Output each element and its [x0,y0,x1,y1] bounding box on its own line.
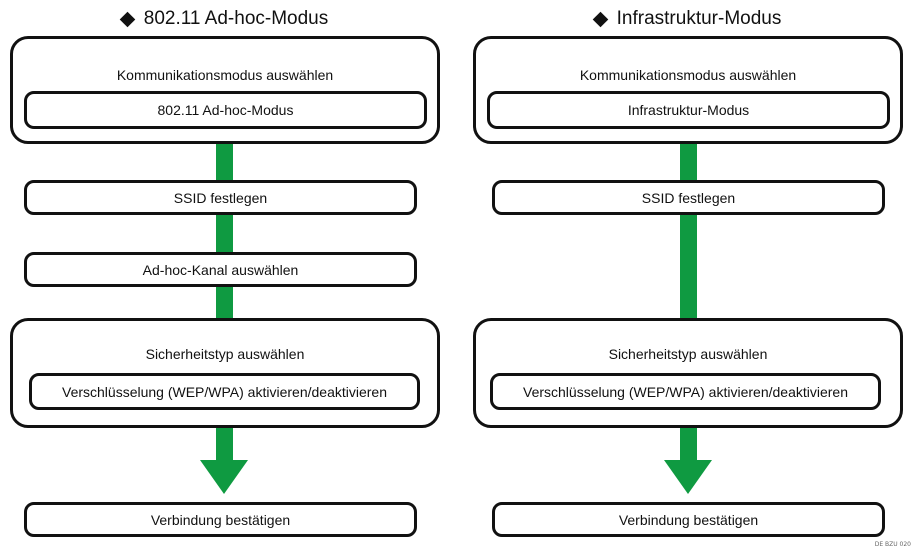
left-title-text: 802.11 Ad-hoc-Modus [143,8,329,29]
figure-code: DE BZU 020 [874,541,911,548]
left-mode-box: 802.11 Ad-hoc-Modus [24,91,427,129]
right-ssid-box: SSID festlegen [492,180,885,215]
left-channel-box: Ad-hoc-Kanal auswählen [24,252,417,287]
right-security-group-label: Sicherheitstyp auswählen [608,346,768,362]
left-mode-group-label: Kommunikationsmodus auswählen [116,67,334,83]
right-column-title: Infrastruktur-Modus [473,6,903,32]
right-mode-box: Infrastruktur-Modus [487,91,890,129]
arrow-down-icon [200,460,248,494]
left-column-title: 802.11 Ad-hoc-Modus [10,6,440,32]
left-security-group-label: Sicherheitstyp auswählen [145,346,305,362]
right-encryption-box: Verschlüsselung (WEP/WPA) aktivieren/dea… [490,373,881,410]
right-arrow-shaft [680,428,697,462]
left-confirm-box: Verbindung bestätigen [24,502,417,537]
diamond-icon [592,11,608,27]
diamond-icon [119,11,136,27]
right-confirm-box: Verbindung bestätigen [492,502,885,537]
left-encryption-box: Verschlüsselung (WEP/WPA) aktivieren/dea… [29,373,420,410]
left-arrow-shaft [216,428,233,462]
arrow-down-icon [664,460,712,494]
right-title-text: Infrastruktur-Modus [616,8,782,29]
right-mode-group-label: Kommunikationsmodus auswählen [579,67,797,83]
left-ssid-box: SSID festlegen [24,180,417,215]
